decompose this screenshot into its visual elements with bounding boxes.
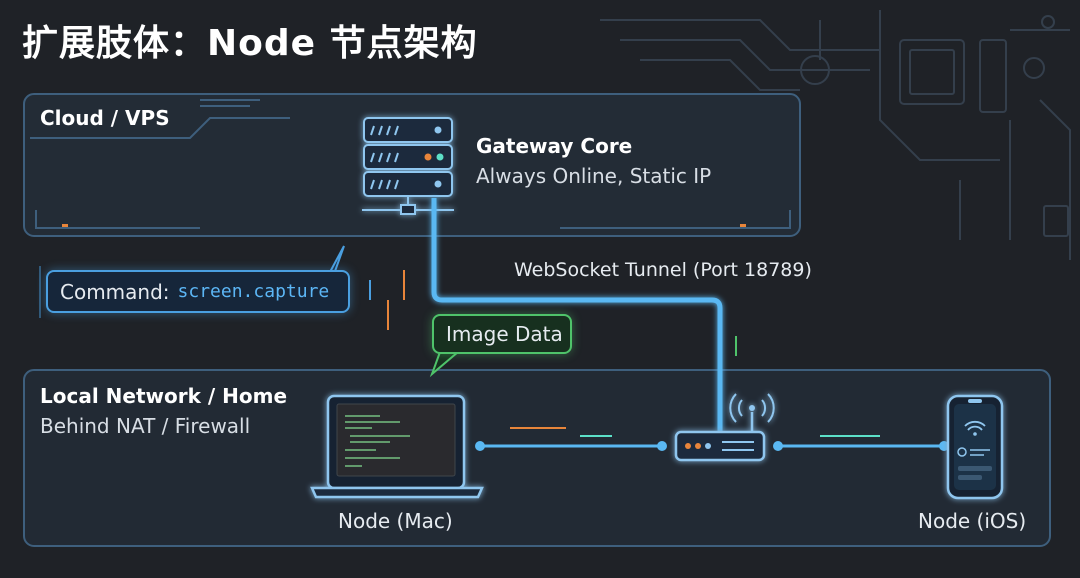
gateway-subtitle: Always Online, Static IP: [476, 164, 712, 188]
cloud-zone-label: Cloud / VPS: [40, 106, 170, 130]
gateway-title: Gateway Core: [476, 134, 633, 158]
mac-node-label: Node (Mac): [338, 509, 453, 533]
command-bubble: Command: screen.capture: [46, 270, 350, 313]
image-data-bubble: Image Data: [432, 314, 572, 354]
link-dot: [657, 441, 667, 451]
mac-laptop-icon: [310, 394, 484, 499]
gateway-server-icon: [362, 117, 454, 215]
page-title: 扩展肢体：Node 节点架构: [22, 23, 478, 64]
cloud-zone-led: [62, 224, 68, 227]
link-dot: [773, 441, 783, 451]
router-icon: [674, 393, 775, 462]
local-zone-label: Local Network / Home: [40, 384, 288, 408]
link-dot: [939, 441, 949, 451]
circuit-decoration: [600, 10, 1071, 260]
cloud-zone-accents: [30, 99, 791, 229]
websocket-tunnel-label: WebSocket Tunnel (Port 18789): [514, 259, 812, 281]
command-code: screen.capture: [177, 281, 330, 302]
command-prefix: Command:: [60, 279, 170, 304]
local-zone-box: [23, 369, 1051, 547]
websocket-tunnel-line: [431, 198, 723, 432]
local-zone-subtitle: Behind NAT / Firewall: [40, 414, 251, 438]
link-dot: [475, 441, 485, 451]
image-data-label: Image Data: [446, 322, 563, 346]
iphone-icon: [946, 394, 1004, 500]
ios-node-label: Node (iOS): [918, 509, 1027, 533]
flow-dashes: [369, 270, 880, 437]
image-bubble-tail: [429, 351, 459, 378]
command-bubble-tail: [329, 245, 345, 275]
cloud-zone-led: [740, 224, 746, 227]
